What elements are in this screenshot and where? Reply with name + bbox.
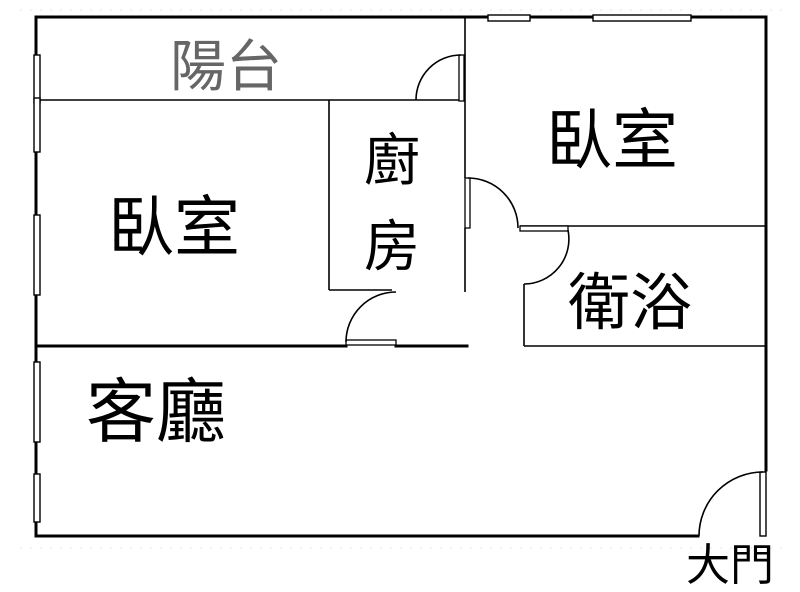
interior-walls <box>34 17 766 348</box>
bedroom-left-label: 臥室 <box>108 189 240 266</box>
top-windows <box>487 14 692 22</box>
balcony-label: 陽台 <box>170 35 282 100</box>
kitchen-door <box>345 291 397 346</box>
left-windows <box>33 54 41 523</box>
main-door <box>698 471 767 537</box>
balcony-door <box>415 54 465 102</box>
kitchen-label-top: 廚 <box>364 129 420 194</box>
bathroom-door <box>519 225 570 285</box>
bedroom-right-door <box>464 177 519 229</box>
bathroom-label: 衛浴 <box>568 266 692 339</box>
background-grid <box>20 9 790 549</box>
main-door-label: 大門 <box>686 540 774 591</box>
living-room-label: 客廳 <box>86 371 226 453</box>
kitchen-label-bottom: 房 <box>364 215 420 280</box>
bedroom-right-label: 臥室 <box>546 102 678 179</box>
